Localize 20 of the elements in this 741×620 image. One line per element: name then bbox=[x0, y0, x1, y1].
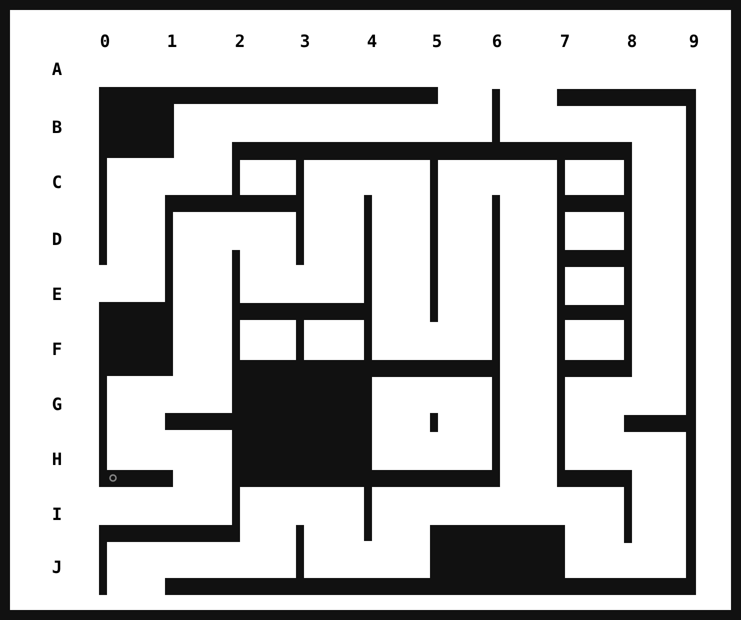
column-label: 8 bbox=[626, 32, 638, 52]
column-label: 9 bbox=[688, 32, 700, 52]
column-label: 3 bbox=[298, 32, 312, 52]
column-label: 4 bbox=[366, 32, 378, 52]
row-label: B bbox=[50, 118, 64, 138]
column-label: 1 bbox=[166, 32, 178, 52]
row-label: J bbox=[50, 558, 64, 578]
row-label: H bbox=[50, 450, 64, 470]
row-label: F bbox=[50, 340, 64, 360]
row-label: A bbox=[50, 60, 64, 80]
row-label: G bbox=[50, 395, 64, 415]
column-label: 2 bbox=[234, 32, 246, 52]
row-label: C bbox=[50, 173, 64, 193]
column-label: 5 bbox=[430, 32, 444, 52]
column-label: 6 bbox=[490, 32, 504, 52]
row-label: D bbox=[50, 230, 64, 250]
row-label: E bbox=[50, 285, 64, 305]
column-label: 0 bbox=[98, 32, 112, 52]
row-label: I bbox=[50, 505, 64, 525]
column-label: 7 bbox=[558, 32, 572, 52]
